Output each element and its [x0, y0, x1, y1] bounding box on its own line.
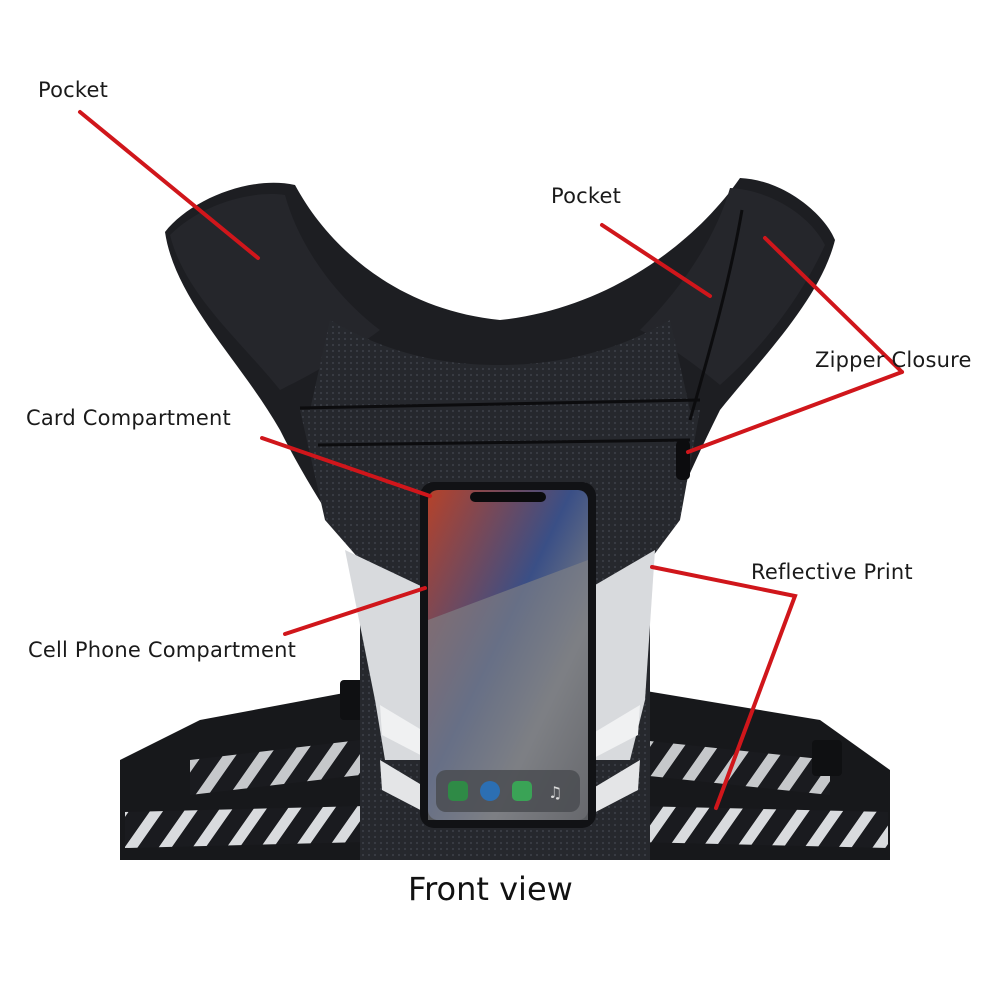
music-app-icon: ♫ — [548, 783, 562, 802]
message-app-icon — [512, 781, 532, 801]
leader-reflective-print — [650, 565, 798, 810]
svg-text:♫: ♫ — [548, 783, 562, 802]
label-cell-phone-compartment: Cell Phone Compartment — [28, 638, 297, 662]
phone-window: ♫ — [420, 482, 596, 828]
leader-pocket-left — [78, 110, 260, 260]
label-pocket-left: Pocket — [38, 78, 109, 102]
label-zipper-closure: Zipper Closure — [815, 348, 972, 372]
leader-zipper-closure — [763, 236, 904, 374]
phone-app-icon — [448, 781, 468, 801]
leader-pocket-right — [600, 223, 712, 298]
leader-cell-phone — [283, 586, 427, 636]
label-reflective-print: Reflective Print — [751, 560, 913, 584]
caption-front-view: Front view — [408, 870, 573, 908]
leader-zipper-closure-2 — [686, 370, 904, 454]
browser-app-icon — [480, 781, 500, 801]
leader-lines — [78, 110, 904, 810]
label-pocket-right: Pocket — [551, 184, 622, 208]
leader-card-compartment — [260, 436, 432, 498]
label-card-compartment: Card Compartment — [26, 406, 231, 430]
